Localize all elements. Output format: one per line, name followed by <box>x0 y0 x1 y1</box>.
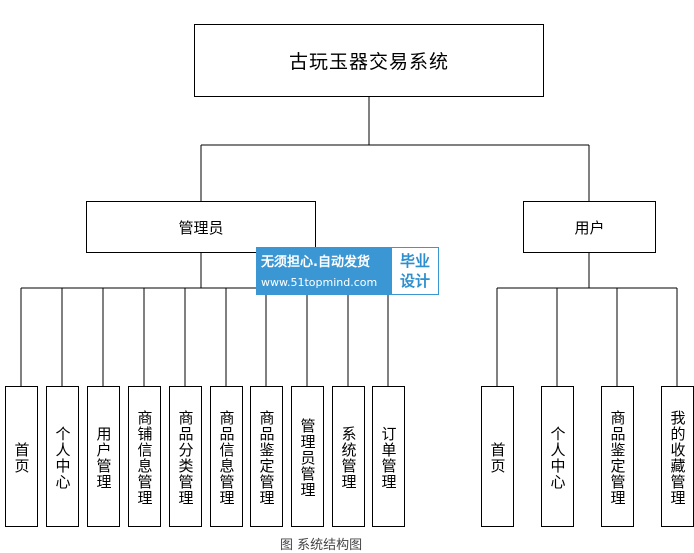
user-module-home: 首页 <box>481 386 514 527</box>
admin-module-personal-center: 个人中心 <box>46 386 79 527</box>
admin-module-label: 用户管理 <box>94 425 113 490</box>
watermark-banner: 无须担心.自动发货 www.51topmind.com 毕业 设计 <box>256 247 439 295</box>
root-label: 古玩玉器交易系统 <box>288 51 449 73</box>
user-module-label: 我的收藏管理 <box>668 409 687 506</box>
admin-module-label: 个人中心 <box>53 425 72 490</box>
watermark-badge-bottom: 设计 <box>399 272 430 290</box>
admin-node: 管理员 <box>86 201 316 253</box>
admin-module-shop-info: 商铺信息管理 <box>128 386 161 527</box>
user-module-favorites: 我的收藏管理 <box>661 386 694 527</box>
admin-module-user-management: 用户管理 <box>87 386 120 527</box>
admin-module-home: 首页 <box>5 386 38 527</box>
user-module-label: 商品鉴定管理 <box>608 409 627 506</box>
admin-module-label: 商品鉴定管理 <box>257 409 276 506</box>
user-node: 用户 <box>523 201 656 253</box>
admin-module-label: 系统管理 <box>339 425 358 490</box>
admin-module-category: 商品分类管理 <box>169 386 202 527</box>
admin-module-orders: 订单管理 <box>372 386 405 527</box>
admin-module-label: 首页 <box>12 441 31 474</box>
root-node: 古玩玉器交易系统 <box>194 24 544 97</box>
admin-module-label: 商品信息管理 <box>217 409 236 506</box>
admin-module-label: 管理员管理 <box>298 417 317 498</box>
user-module-personal-center: 个人中心 <box>541 386 574 527</box>
user-module-label: 首页 <box>488 441 507 474</box>
watermark-badge-top: 毕业 <box>399 252 430 270</box>
user-module-label: 个人中心 <box>548 425 567 490</box>
admin-label: 管理员 <box>178 218 224 237</box>
admin-module-admin-management: 管理员管理 <box>291 386 324 527</box>
watermark-url: www.51topmind.com <box>261 276 378 289</box>
admin-module-label: 商品分类管理 <box>176 409 195 506</box>
admin-module-label: 商铺信息管理 <box>135 409 154 506</box>
admin-module-appraisal: 商品鉴定管理 <box>250 386 283 527</box>
admin-module-product-info: 商品信息管理 <box>210 386 243 527</box>
figure-caption: 图 系统结构图 <box>280 538 363 553</box>
user-module-appraisal: 商品鉴定管理 <box>601 386 634 527</box>
admin-module-label: 订单管理 <box>379 425 398 490</box>
user-label: 用户 <box>574 218 605 237</box>
watermark-badge: 毕业 设计 <box>392 248 438 294</box>
admin-module-system: 系统管理 <box>332 386 365 527</box>
watermark-slogan: 无须担心.自动发货 <box>261 255 370 270</box>
